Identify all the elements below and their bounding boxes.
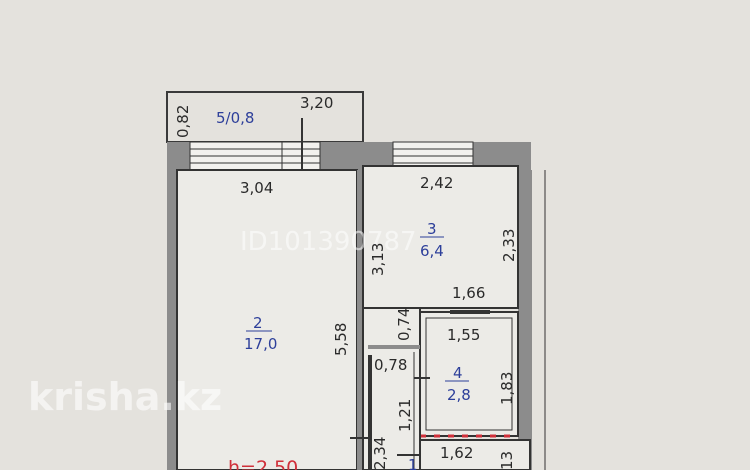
corridor-dim-left: 0,74	[395, 308, 413, 341]
ceiling-height: h=2,50	[228, 457, 298, 470]
room-2-dim-side: 5,58	[332, 323, 350, 356]
balcony-dim-depth: 0,82	[174, 105, 192, 138]
watermark-site: krisha.kz	[28, 375, 222, 419]
room-4-number: 4	[453, 364, 463, 382]
room-3-area: 6,4	[420, 242, 444, 260]
hall-dim-width: 0,78	[374, 356, 407, 374]
hall-dim-side: 1,21	[396, 399, 414, 432]
partition-wall	[357, 170, 363, 470]
hall-outline	[362, 307, 421, 470]
room-2-area: 17,0	[244, 335, 277, 353]
room-4-inner	[425, 317, 513, 431]
room-4-outline	[419, 311, 519, 437]
room-3-dim-right: 2,33	[500, 229, 518, 262]
hall-dim-lower: 2,34	[371, 437, 389, 470]
room-4-dim-right: 1,83	[498, 372, 516, 405]
room-3-dim-left: 3,13	[369, 243, 387, 276]
watermark-id: ID101390787	[240, 227, 417, 257]
room-4-dim-top: 1,55	[447, 326, 480, 344]
room-2-number: 2	[253, 314, 263, 332]
room-2-outline	[176, 169, 358, 470]
bottom-dim-right: 13	[498, 451, 516, 470]
bottom-room-outline	[419, 439, 531, 470]
room-2-dim-top: 3,04	[240, 179, 273, 197]
outer-wall-left	[167, 170, 177, 470]
outer-wall-right	[518, 170, 532, 470]
bottom-room-number: 1	[408, 456, 418, 470]
balcony-outline	[166, 91, 364, 143]
balcony-dim-width: 3,20	[300, 94, 333, 112]
balcony-label: 5/0,8	[216, 109, 254, 127]
room-4-area: 2,8	[447, 386, 471, 404]
bottom-dim-width: 1,62	[440, 444, 473, 462]
corridor-dim-top: 1,66	[452, 284, 485, 302]
room-3-number: 3	[427, 220, 437, 238]
room-3-dim-top: 2,42	[420, 174, 453, 192]
